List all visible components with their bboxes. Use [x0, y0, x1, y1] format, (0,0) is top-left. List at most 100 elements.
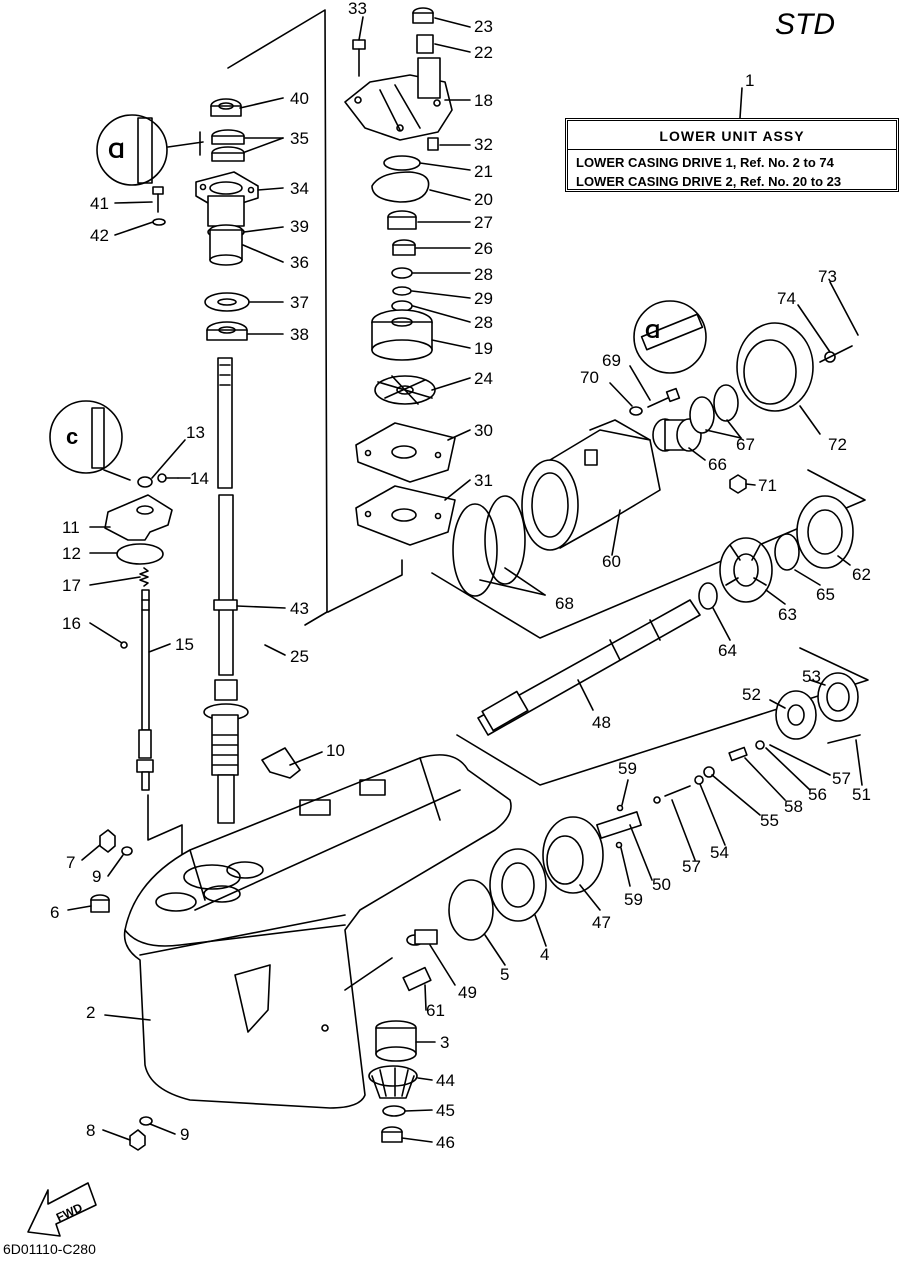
part-69-bolt [647, 387, 681, 408]
part-40-oil-seal-housing [210, 98, 242, 117]
part-58-spring [728, 746, 748, 762]
part-71-bolt [729, 474, 747, 494]
callout-22: 22 [474, 43, 493, 62]
part-4-taper-bearing [489, 848, 547, 922]
part-67-oil-seal-a [689, 396, 715, 434]
callout-72: 72 [828, 435, 847, 454]
fwd-arrow-icon [27, 1182, 97, 1237]
svg-text:Ɑ: Ɑ [108, 138, 125, 163]
callout-26: 26 [474, 239, 493, 258]
part-9-washer-upper [121, 846, 133, 856]
part-35-oil-seals [211, 129, 245, 162]
part-20-gasket [371, 171, 430, 203]
part-30-outer-plate [355, 422, 456, 483]
callout-57-right: 57 [832, 769, 851, 788]
callout-21: 21 [474, 162, 493, 181]
callout-20: 20 [474, 190, 493, 209]
part-53-spring [817, 672, 859, 722]
part-3-needle-bearing [375, 1020, 417, 1062]
callout-25: 25 [290, 647, 309, 666]
part-50-shift-plunger [596, 811, 642, 839]
assembly-line-2: LOWER CASING DRIVE 2, Ref. No. 20 to 23 [576, 174, 842, 189]
part-23-grommet [412, 7, 434, 24]
callout-9-upper: 9 [92, 867, 101, 886]
callout-7: 7 [66, 853, 75, 872]
legend-divider [568, 149, 896, 150]
callout-63: 63 [778, 605, 797, 624]
part-41-bolt [152, 186, 164, 213]
part-8-drain-screw [129, 1129, 146, 1151]
part-19-impeller-housing [371, 309, 433, 361]
callout-9-lower: 9 [180, 1125, 189, 1144]
callout-51: 51 [852, 785, 871, 804]
callout-61: 61 [426, 1001, 445, 1020]
part-60-shaft-housing [521, 419, 661, 551]
part-55-ball [703, 766, 715, 778]
part-70-washer [629, 406, 643, 416]
callout-29: 29 [474, 289, 493, 308]
callout-49: 49 [458, 983, 477, 1002]
callout-40: 40 [290, 89, 309, 108]
callout-41: 41 [90, 194, 109, 213]
part-67-oil-seal-b [713, 384, 739, 422]
part-2-lower-casing [123, 754, 512, 1109]
callout-4: 4 [540, 945, 549, 964]
callout-32: 32 [474, 135, 493, 154]
callout-labels: 1 33 23 22 18 40 35 32 21 34 20 41 27 42… [50, 0, 871, 1152]
drive-shaft [203, 357, 249, 824]
bracket-box-upper [431, 469, 866, 639]
part-49-bushing [406, 929, 438, 946]
part-48-propeller-shaft [477, 599, 701, 736]
part-62-ball-bearing [796, 495, 854, 569]
part-66-needle-bearing [652, 418, 702, 452]
part-61-sleeve [402, 966, 432, 992]
part-31-gasket [355, 485, 456, 546]
part-13-bushing [137, 476, 153, 488]
callout-45: 45 [436, 1101, 455, 1120]
callout-16: 16 [62, 614, 81, 633]
svg-text:c: c [66, 424, 78, 449]
callout-39: 39 [290, 217, 309, 236]
part-42-washer [152, 218, 166, 226]
part-51-pin [827, 734, 861, 744]
part-12-o-ring [116, 543, 164, 565]
part-32-pin [427, 137, 439, 151]
part-16-clip [120, 641, 128, 649]
callout-59-lower: 59 [624, 890, 643, 909]
callout-12: 12 [62, 544, 81, 563]
callout-53: 53 [802, 667, 821, 686]
part-28-washer-upper [391, 267, 413, 279]
part-59-ball-upper [616, 804, 624, 812]
callout-54: 54 [710, 843, 729, 862]
callout-37: 37 [290, 293, 309, 312]
part-56-washer [755, 740, 765, 750]
drawing-code: 6D01110-C280 [3, 1241, 96, 1257]
callout-28-a: 28 [474, 265, 493, 284]
callout-13: 13 [186, 423, 205, 442]
part-65-shim [774, 533, 800, 571]
part-6-plug [90, 894, 110, 913]
assembly-title: LOWER UNIT ASSY [659, 128, 805, 144]
callout-6: 6 [50, 903, 59, 922]
part-26-collar [392, 239, 416, 256]
part-64-shim [698, 582, 718, 610]
part-46-nut [381, 1126, 403, 1143]
part-22-insert [416, 34, 434, 54]
callout-52: 52 [742, 685, 761, 704]
part-63-reverse-gear [719, 537, 773, 603]
callout-18: 18 [474, 91, 493, 110]
callout-38: 38 [290, 325, 309, 344]
callout-2: 2 [86, 1003, 95, 1022]
bracket-box-lower [456, 647, 869, 786]
callout-56: 56 [808, 785, 827, 804]
callout-59-upper: 59 [618, 759, 637, 778]
part-45-shim [382, 1105, 406, 1117]
part-15-shift-rod [136, 589, 154, 791]
part-57-ball [653, 796, 661, 804]
bracket-line-43 [304, 611, 328, 626]
callout-1: 1 [745, 71, 754, 90]
callout-65: 65 [816, 585, 835, 604]
callout-46: 46 [436, 1133, 455, 1152]
